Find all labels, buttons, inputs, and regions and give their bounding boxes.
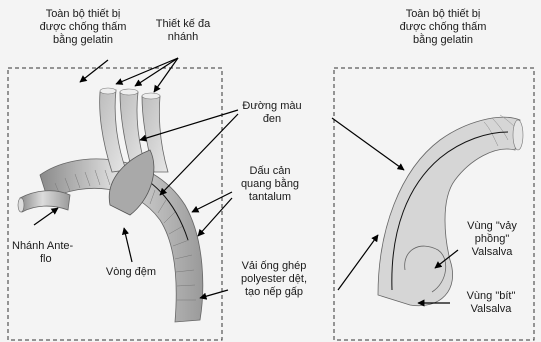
label-black-line: Đường màu đen xyxy=(232,100,312,126)
label-tantalum-line1: Dấu cản xyxy=(228,165,312,178)
label-polyester-line3: tạo nếp gấp xyxy=(230,286,318,299)
label-branch-design-line1: Thiết kế đa xyxy=(145,18,221,31)
label-gelatin-right-line1: Toàn bộ thiết bị xyxy=(388,8,498,21)
antefio-opening xyxy=(18,198,24,212)
label-tantalum-line2: quang bằng xyxy=(228,178,312,191)
label-gelatin-right: Toàn bộ thiết bị được chống thấm bằng ge… xyxy=(388,8,498,47)
label-valsalva-expand-line2: phồng" xyxy=(456,233,528,246)
right-graft xyxy=(378,117,520,306)
label-tantalum-line3: tantalum xyxy=(228,191,312,204)
label-branch-design-line2: nhánh xyxy=(145,31,221,44)
label-black-line-line1: Đường màu xyxy=(232,100,312,113)
label-antefio: Nhánh Ante- flo xyxy=(12,240,92,266)
antefio-branch xyxy=(20,191,70,212)
branch-2-opening xyxy=(120,89,138,95)
label-collar: Vòng đệm xyxy=(96,266,166,279)
label-valsalva-expand: Vùng "vảy phồng" Valsalva xyxy=(456,220,528,259)
label-valsalva-closed-line1: Vùng "bít" xyxy=(454,290,528,303)
label-polyester-line1: Vải ống ghép xyxy=(230,260,318,273)
label-valsalva-closed: Vùng "bít" Valsalva xyxy=(454,290,528,316)
label-valsalva-expand-line3: Valsalva xyxy=(456,246,528,259)
label-valsalva-expand-line1: Vùng "vảy xyxy=(456,220,528,233)
label-gelatin-right-line2: được chống thấm xyxy=(388,21,498,34)
label-gelatin-left: Toàn bộ thiết bị được chống thấm bằng ge… xyxy=(28,8,138,47)
label-black-line-line2: đen xyxy=(232,113,312,126)
label-tantalum: Dấu cản quang bằng tantalum xyxy=(228,165,312,204)
label-antefio-line1: Nhánh Ante- xyxy=(12,240,92,253)
label-gelatin-left-line3: bằng gelatin xyxy=(28,34,138,47)
label-gelatin-left-line1: Toàn bộ thiết bị xyxy=(28,8,138,21)
label-polyester: Vải ống ghép polyester dệt, tạo nếp gấp xyxy=(230,260,318,299)
label-gelatin-right-line3: bằng gelatin xyxy=(388,34,498,47)
label-branch-design: Thiết kế đa nhánh xyxy=(145,18,221,44)
label-valsalva-closed-line2: Valsalva xyxy=(454,303,528,316)
branch-1-opening xyxy=(100,88,116,94)
label-antefio-line2: flo xyxy=(12,253,92,266)
label-gelatin-left-line2: được chống thấm xyxy=(28,21,138,34)
branch-3-opening xyxy=(142,93,160,99)
label-polyester-line2: polyester dệt, xyxy=(230,273,318,286)
right-graft-opening xyxy=(513,120,523,150)
